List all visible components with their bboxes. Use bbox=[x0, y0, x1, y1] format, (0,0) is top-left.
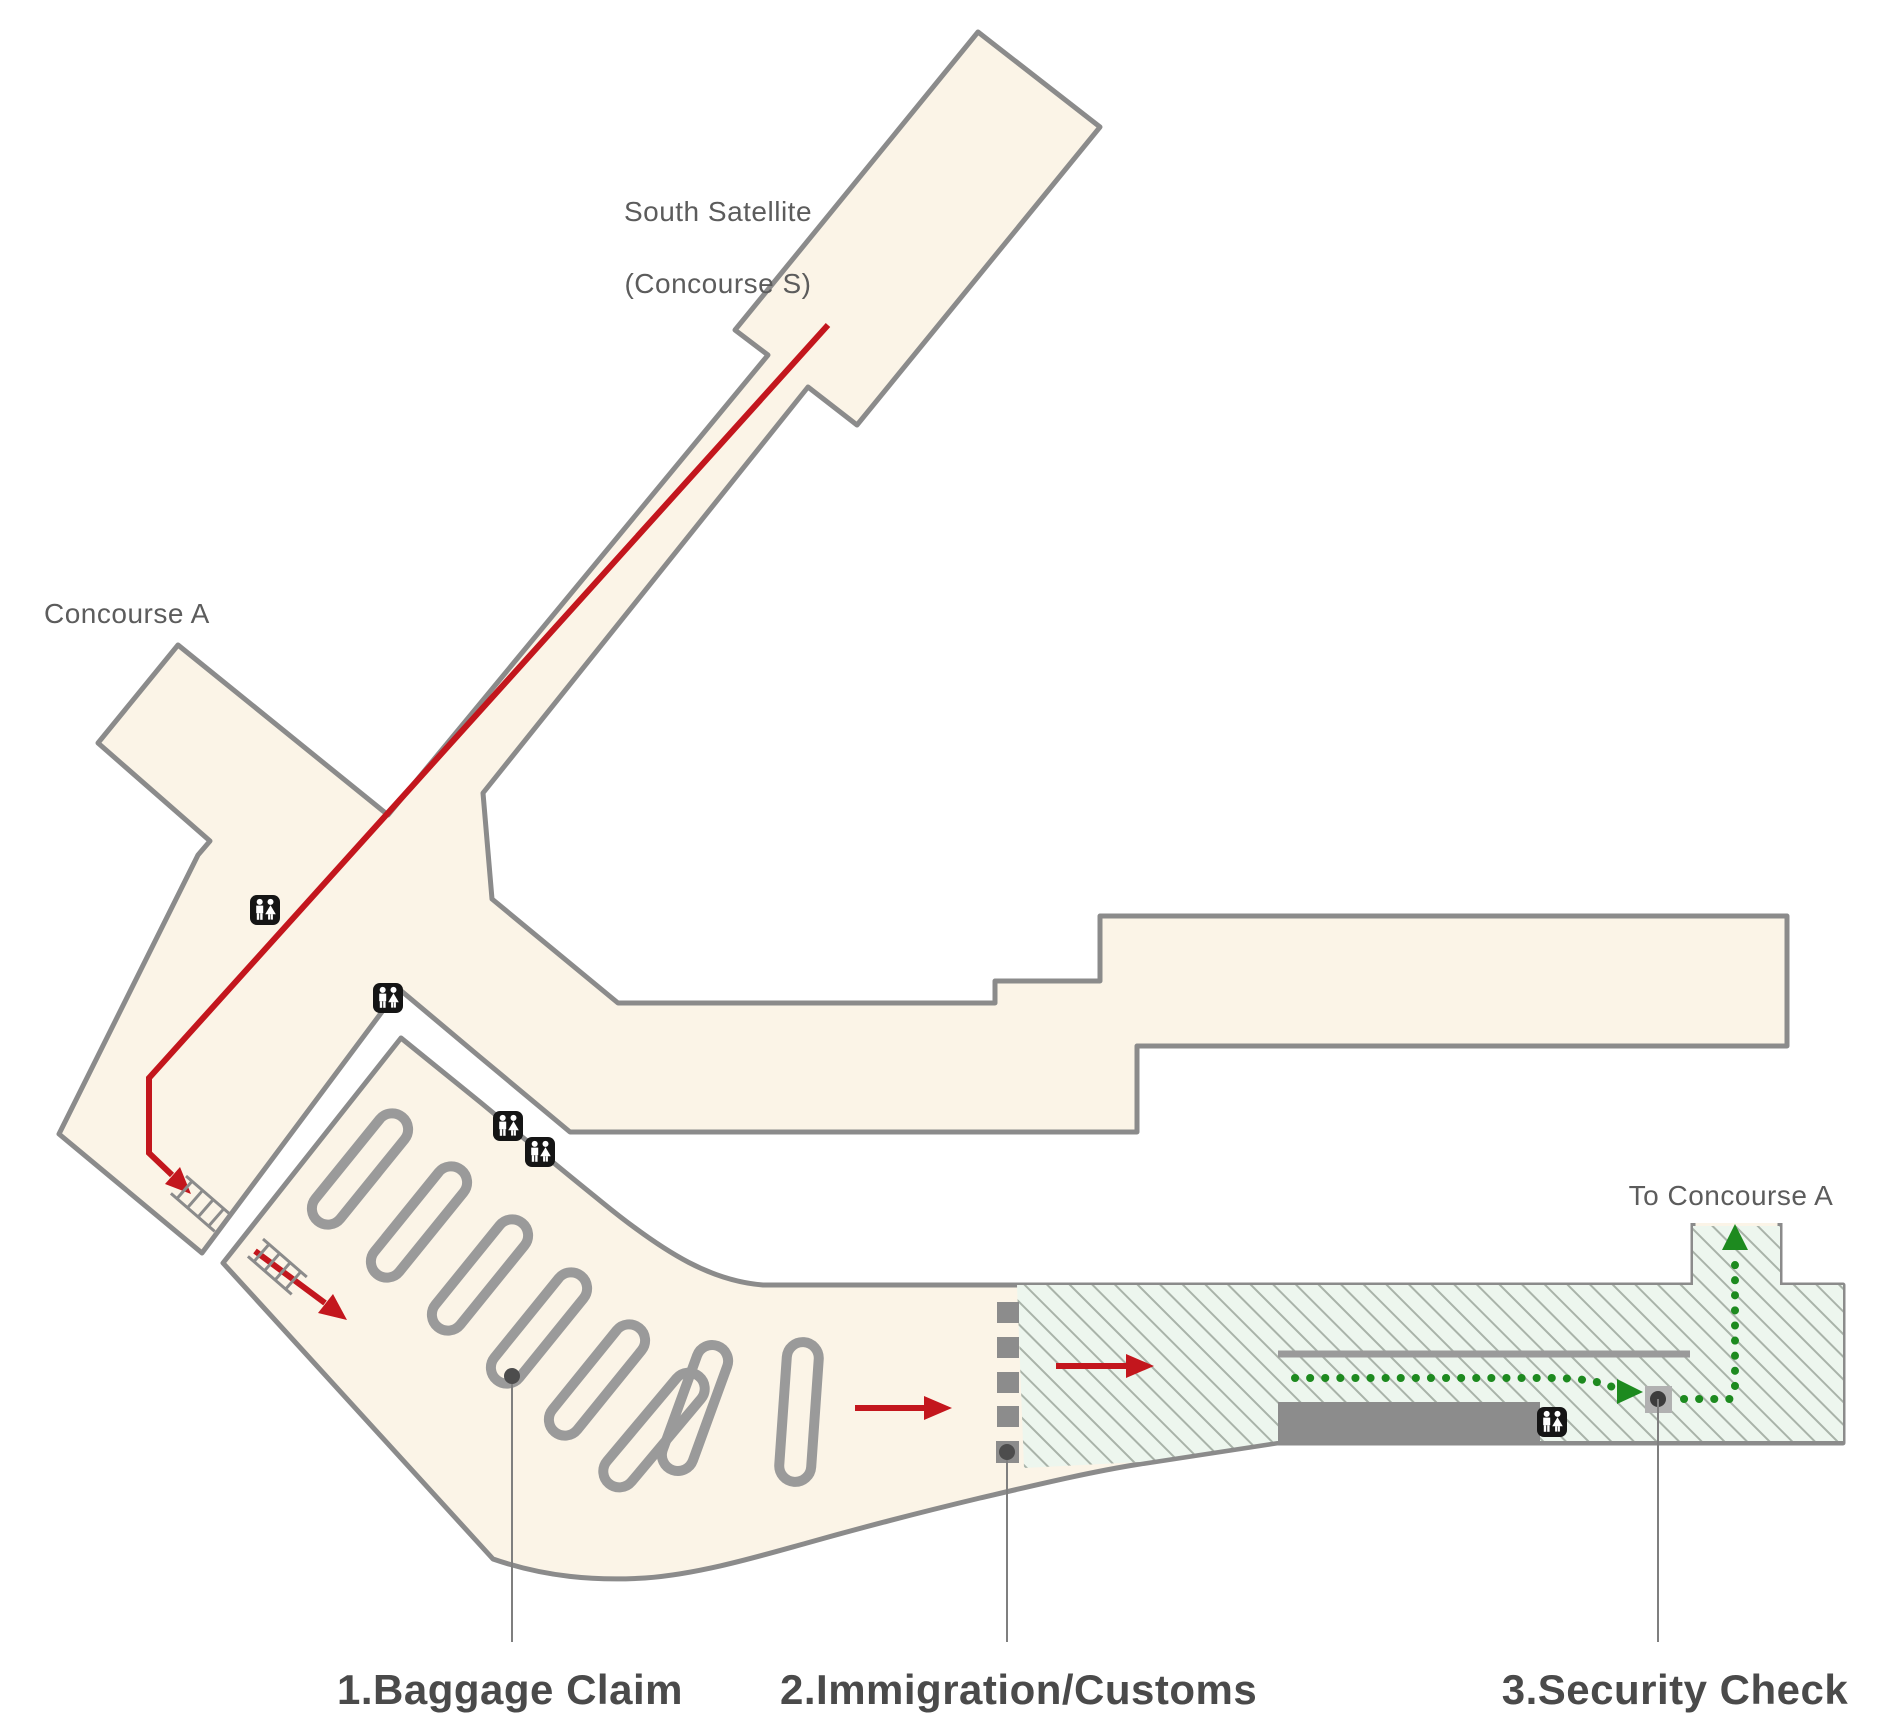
green-arrowhead bbox=[1722, 1224, 1748, 1250]
carousel bbox=[306, 1108, 414, 1230]
route-satellite-to-escalator bbox=[146, 322, 831, 1178]
red-arrowhead bbox=[924, 1396, 952, 1420]
arrival-route-arrowheads bbox=[165, 1167, 1154, 1420]
restroom-icon bbox=[250, 895, 280, 925]
restroom-icon bbox=[493, 1111, 523, 1141]
label-to-concourse-a: To Concourse A bbox=[1628, 1180, 1834, 1211]
label-south-satellite-line2: (Concourse S) bbox=[624, 268, 812, 299]
carousel bbox=[543, 1319, 651, 1441]
carousel bbox=[365, 1161, 473, 1283]
immigration-booth bbox=[997, 1406, 1019, 1427]
restroom-icon bbox=[525, 1137, 555, 1167]
restroom-icon bbox=[373, 983, 403, 1013]
label-south-satellite: South Satellite (Concourse S) bbox=[543, 158, 893, 302]
legend-immigration-customs: 2.Immigration/Customs bbox=[780, 1666, 1258, 1713]
customs-counter bbox=[1278, 1402, 1540, 1443]
carousel bbox=[426, 1214, 534, 1336]
legend-leaders bbox=[511, 1376, 1659, 1642]
legend-security-check: 3.Security Check bbox=[1501, 1666, 1849, 1713]
red-arrowhead bbox=[1126, 1354, 1154, 1378]
restroom-icon bbox=[1537, 1407, 1567, 1437]
main-terminal-building bbox=[56, 29, 1790, 1256]
label-concourse-a: Concourse A bbox=[44, 598, 210, 629]
route-security-to-concourse bbox=[1680, 1249, 1739, 1403]
carousel bbox=[656, 1340, 734, 1476]
label-south-satellite-line1: South Satellite bbox=[623, 196, 813, 227]
transfer-route-arrowheads bbox=[1617, 1224, 1748, 1404]
arrival-route-red bbox=[146, 322, 1128, 1411]
carousel bbox=[485, 1267, 593, 1389]
transfer-route-green bbox=[1291, 1249, 1739, 1403]
leader-dot-baggage-claim bbox=[504, 1368, 520, 1384]
immigration-booth bbox=[997, 1302, 1019, 1323]
immigration-booth bbox=[997, 1337, 1019, 1358]
immigration-booth bbox=[997, 1372, 1019, 1393]
red-arrowhead bbox=[318, 1294, 347, 1320]
carousel bbox=[774, 1337, 824, 1487]
leader-dot-immigration bbox=[999, 1444, 1015, 1460]
green-arrowhead bbox=[1617, 1379, 1643, 1404]
route-customs-to-security bbox=[1291, 1374, 1620, 1393]
red-arrowhead bbox=[165, 1167, 191, 1194]
baggage-carousels bbox=[306, 1108, 824, 1493]
sterile-corridor-hatched-zone bbox=[1017, 1226, 1843, 1468]
legend-baggage-claim: 1.Baggage Claim bbox=[337, 1666, 683, 1713]
route-escalator-to-baggage bbox=[253, 1248, 327, 1306]
